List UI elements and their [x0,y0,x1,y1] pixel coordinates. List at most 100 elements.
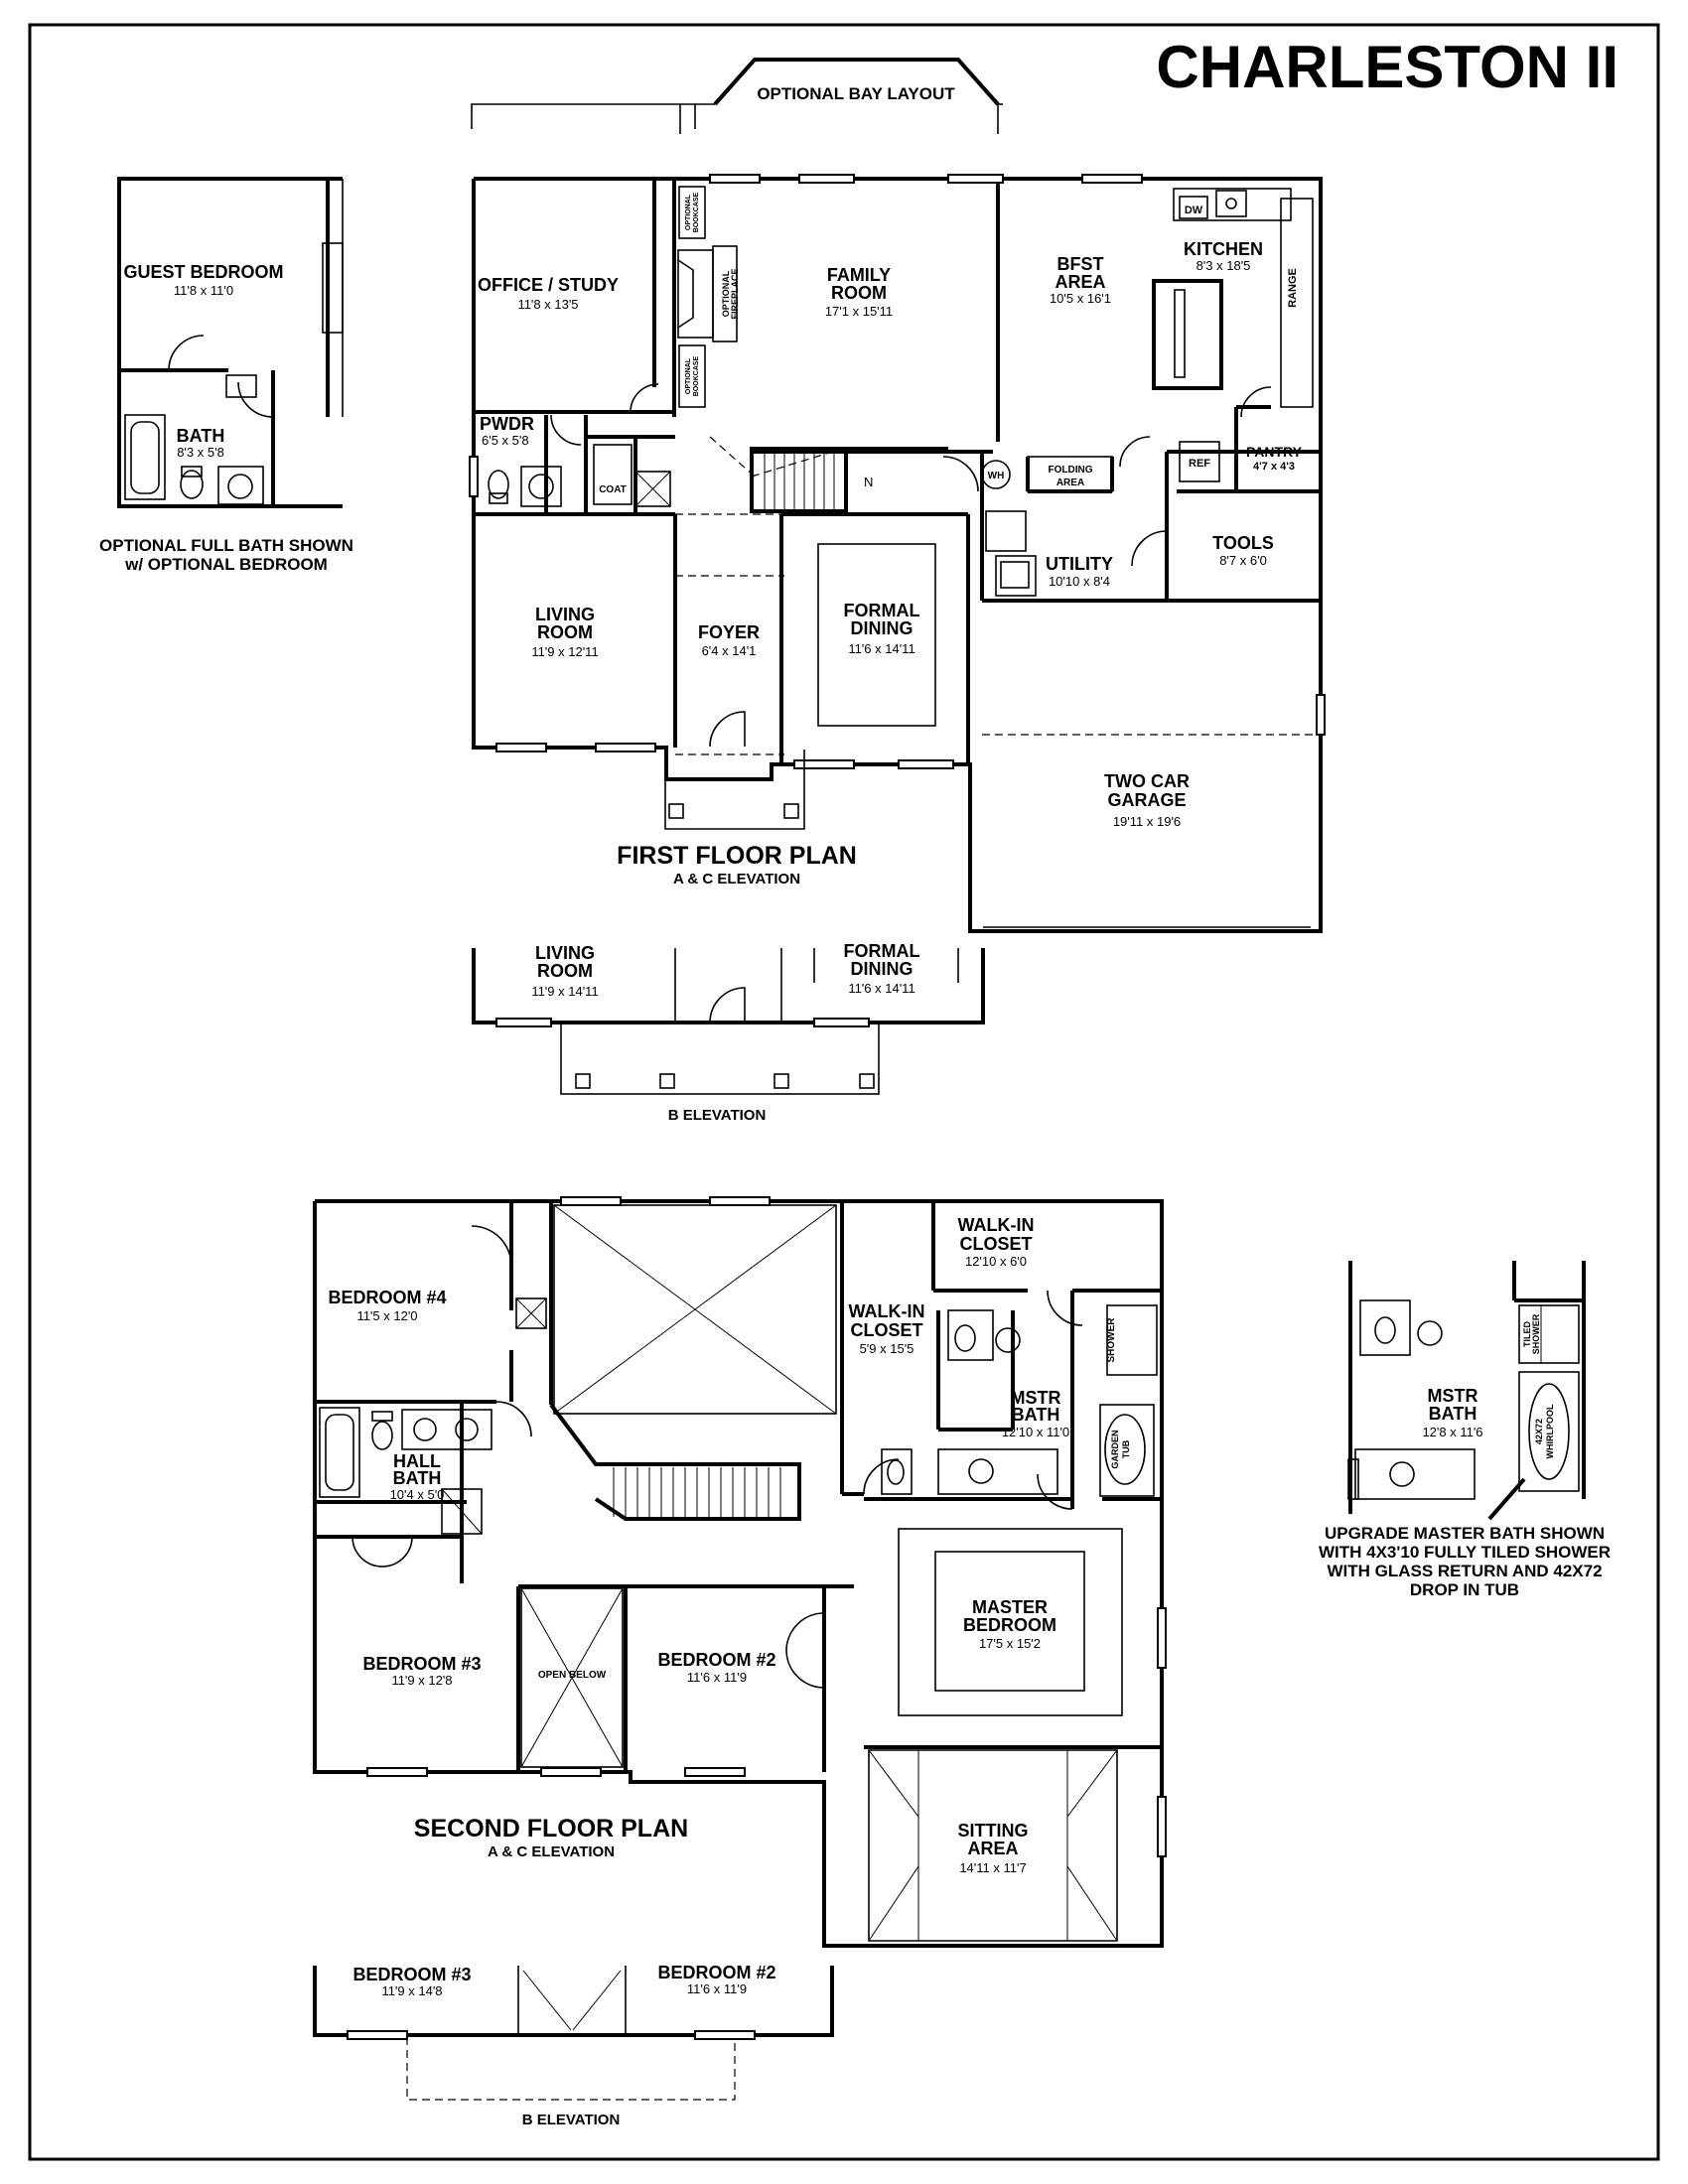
room-walk-in-closet-1: WALK-IN CLOSET 5'9 x 15'5 [849,1301,925,1356]
room-bedroom-4: BEDROOM #4 11'5 x 12'0 [328,1288,446,1323]
svg-text:PANTRY: PANTRY [1246,444,1303,460]
svg-text:OPTIONAL FULL BATH SHOWN: OPTIONAL FULL BATH SHOWN [99,536,353,555]
room-bedroom-2: BEDROOM #2 11'6 x 11'9 [657,1650,775,1685]
svg-text:RANGE: RANGE [1287,268,1299,308]
svg-text:11'9 x 14'11: 11'9 x 14'11 [531,984,598,999]
svg-text:KITCHEN: KITCHEN [1184,239,1263,259]
svg-text:11'6 x 14'11: 11'6 x 14'11 [848,641,914,656]
room-tools: TOOLS 8'7 x 6'0 [1212,533,1274,568]
svg-text:MSTR: MSTR [1428,1386,1478,1406]
svg-text:11'9 x 12'8: 11'9 x 12'8 [391,1673,452,1688]
svg-text:11'9 x 12'11: 11'9 x 12'11 [531,644,598,659]
master-tray-inner [934,1551,1085,1692]
svg-text:BATH: BATH [1429,1404,1477,1424]
open-below-foyer: OPEN BELOW [520,1587,624,1768]
room-master-bedroom: MASTER BEDROOM 17'5 x 15'2 [963,1597,1056,1651]
optional-bay: OPTIONAL BAY LAYOUT [471,58,1003,134]
svg-text:CLOSET: CLOSET [850,1320,922,1340]
svg-text:GARAGE: GARAGE [1107,790,1186,810]
room-kitchen: KITCHEN 8'3 x 18'5 [1184,239,1263,273]
open-to-below-family [553,1204,837,1415]
first-floor-windows [469,174,1326,769]
svg-text:DINING: DINING [851,959,914,979]
room-living: LIVING ROOM 11'9 x 12'11 [531,605,598,659]
svg-text:FOYER: FOYER [698,622,760,642]
room-utility: UTILITY 10'10 x 8'4 [1046,554,1113,589]
first-floor-title: FIRST FLOOR PLAN [617,842,857,870]
first-floor-stairs: N [750,447,948,513]
svg-text:AREA: AREA [967,1839,1018,1858]
svg-text:ROOM: ROOM [537,961,593,981]
sheet-border [28,23,1660,2161]
room-foyer: FOYER 6'4 x 14'1 [698,622,760,658]
svg-text:TUB: TUB [1121,1439,1131,1458]
svg-text:DW: DW [1185,205,1203,216]
svg-text:COAT: COAT [599,484,627,495]
master-tray-ceiling [898,1528,1123,1716]
svg-text:OFFICE / STUDY: OFFICE / STUDY [478,275,619,295]
svg-text:MSTR: MSTR [1011,1388,1061,1408]
svg-text:BATH: BATH [1012,1405,1060,1425]
svg-text:TOOLS: TOOLS [1212,533,1274,553]
svg-text:14'11 x 11'7: 14'11 x 11'7 [959,1860,1026,1875]
svg-text:DINING: DINING [851,618,914,638]
svg-text:17'5 x 15'2: 17'5 x 15'2 [979,1636,1041,1651]
svg-text:LIVING: LIVING [535,943,595,963]
svg-text:BEDROOM #2: BEDROOM #2 [657,1650,775,1670]
svg-text:WALK-IN: WALK-IN [958,1215,1035,1235]
plan-title: CHARLESTON II [1156,34,1618,100]
svg-text:HALL: HALL [393,1451,441,1471]
svg-text:6'4 x 14'1: 6'4 x 14'1 [702,643,757,658]
room-walk-in-closet-2: WALK-IN CLOSET 12'10 x 6'0 [958,1215,1035,1269]
svg-text:11'8 x 11'0: 11'8 x 11'0 [174,283,233,298]
svg-text:GARDEN: GARDEN [1110,1430,1120,1468]
kitchen-fixtures: DW RANGE REF [1152,188,1314,482]
svg-text:5'9 x 15'5: 5'9 x 15'5 [860,1341,914,1356]
hall-bath-fixtures [319,1297,547,1535]
svg-text:10'4 x 5'0: 10'4 x 5'0 [390,1487,445,1502]
svg-text:OPTIONAL: OPTIONAL [685,357,692,394]
svg-text:11'5 x 12'0: 11'5 x 12'0 [356,1308,417,1323]
svg-text:8'3 x 5'8: 8'3 x 5'8 [177,445,224,460]
svg-text:ROOM: ROOM [831,283,887,303]
room-pwdr: PWDR 6'5 x 5'8 [480,414,534,448]
svg-text:BATH: BATH [393,1468,442,1488]
b-elevation-first-floor: LIVING ROOM 11'9 x 14'11 FORMAL DINING 1… [472,941,985,1124]
upgrade-master-bath-inset: TILED SHOWER 42X72 WHIRLPOOL MSTR BATH 1… [1319,1261,1611,1599]
powder-room-fixtures: COAT [488,444,671,507]
second-floor-doors [352,1225,1083,1689]
svg-text:10'10 x 8'4: 10'10 x 8'4 [1049,574,1110,589]
svg-text:FOLDING: FOLDING [1049,465,1093,476]
optional-bookcase-bottom: OPTIONAL BOOKCASE [678,344,706,408]
optional-bookcase-top: OPTIONAL BOOKCASE [678,186,706,239]
svg-text:OPEN BELOW: OPEN BELOW [538,1670,607,1681]
svg-text:TILED: TILED [1522,1321,1532,1347]
svg-text:GUEST BEDROOM: GUEST BEDROOM [123,262,283,282]
svg-text:11'9 x 14'8: 11'9 x 14'8 [381,1983,442,1998]
svg-text:8'3 x 18'5: 8'3 x 18'5 [1196,258,1251,273]
optional-fireplace: OPTIONAL FIREPLACE [677,245,740,342]
b-elevation-second-floor: BEDROOM #3 11'9 x 14'8 BEDROOM #2 11'6 x… [313,1963,834,2128]
svg-text:AREA: AREA [1055,272,1105,292]
room-hall-bath: HALL BATH 10'4 x 5'0 [390,1451,445,1502]
svg-text:WALK-IN: WALK-IN [849,1301,925,1321]
svg-text:11'6 x 11'9: 11'6 x 11'9 [687,1670,747,1685]
svg-text:BEDROOM #4: BEDROOM #4 [328,1288,446,1307]
svg-text:CLOSET: CLOSET [959,1234,1032,1254]
second-floor-interior-walls [315,1201,1162,1772]
optional-full-bath-inset: GUEST BEDROOM 11'8 x 11'0 BATH 8'3 x 5'8… [99,177,353,574]
svg-text:MASTER: MASTER [972,1597,1048,1617]
svg-text:OPTIONAL BAY LAYOUT: OPTIONAL BAY LAYOUT [757,84,955,103]
svg-text:4'7 x 4'3: 4'7 x 4'3 [1253,461,1295,473]
front-porch [664,711,805,830]
svg-text:6'5 x 5'8: 6'5 x 5'8 [482,433,529,448]
svg-text:AREA: AREA [1056,478,1084,488]
utility-fixtures: WH FOLDING AREA [981,456,1113,597]
svg-text:PWDR: PWDR [480,414,534,434]
room-bfst: BFST AREA 10'5 x 16'1 [1050,254,1111,306]
svg-text:B ELEVATION: B ELEVATION [668,1107,767,1124]
room-bedroom-3: BEDROOM #3 11'9 x 12'8 [362,1654,481,1688]
svg-text:WH: WH [988,471,1005,481]
room-master-bath: MSTR BATH 12'10 x 11'0 [1002,1388,1069,1439]
svg-text:WHIRLPOOL: WHIRLPOOL [1545,1404,1555,1458]
